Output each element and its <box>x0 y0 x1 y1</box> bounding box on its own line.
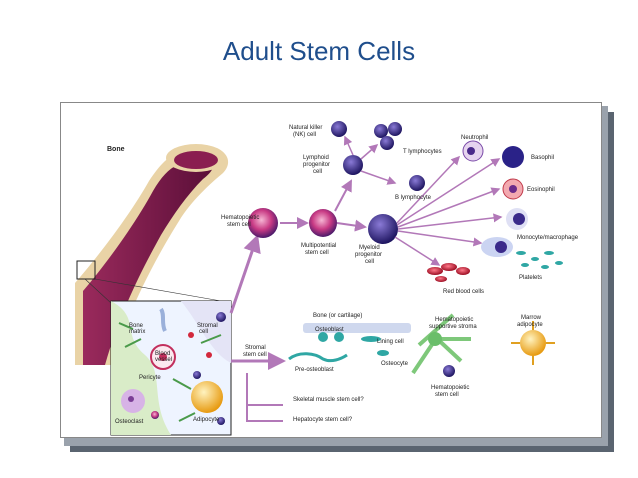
stromal-cell-label-2: cell <box>199 329 208 335</box>
eosinophil-label: Eosinophil <box>527 187 555 193</box>
lymphoid-label-2: progenitor <box>303 162 330 168</box>
multipotential-label-2: stem cell <box>305 250 329 256</box>
b-lymphocyte <box>409 175 425 191</box>
stromal-lineage <box>231 313 555 422</box>
stem-cell-diagram: Bone Bone matrix Stromal cell Blood vess… <box>60 102 602 438</box>
marrow-labels: Bone matrix Stromal cell Blood vessel Pe… <box>115 323 220 425</box>
bone-surface <box>303 323 411 333</box>
nk-label-2: (NK) cell <box>293 132 316 138</box>
bone-cartilage-label: Bone (or cartilage) <box>313 313 362 319</box>
bone-matrix-label: Bone <box>129 323 144 329</box>
hematopoietic-lineage <box>229 121 563 314</box>
myeloid-cell <box>368 214 398 244</box>
multipotential-cell <box>309 209 337 237</box>
t-lymphocyte-1 <box>374 124 388 138</box>
nk-cell <box>331 121 347 137</box>
hsc2-label-2: stem cell <box>435 392 459 398</box>
stromal-stem-label-2: stem cell <box>243 352 267 358</box>
marrow-inset <box>110 300 232 436</box>
nk-label: Natural killer <box>289 125 322 131</box>
myeloid-label: Myeloid <box>359 245 380 251</box>
neutrophil-label: Neutrophil <box>461 135 488 141</box>
marrow-adipocyte-label: Marrow <box>521 315 542 321</box>
pre-osteoblast-cell <box>288 352 348 363</box>
myeloid-label-2: progenitor <box>355 252 382 258</box>
osteocyte-label: Osteocyte <box>381 361 409 367</box>
stromal-stem-label: Stromal <box>245 345 266 351</box>
stromal-cell-label: Stromal <box>197 323 218 329</box>
stromal-labels: Stromal stem cell Bone (or cartilage) Os… <box>243 313 543 423</box>
t-lymphocyte-2 <box>388 122 402 136</box>
hsc-label: Hematopoietic <box>221 215 259 221</box>
rbc-group <box>427 263 470 282</box>
marrow-adipocyte-cell <box>520 330 546 356</box>
platelets-label: Platelets <box>519 275 542 281</box>
slide-title: Adult Stem Cells <box>222 36 416 66</box>
osteoclast-label: Osteoclast <box>115 419 144 425</box>
lining-cell-label: Lining cell <box>377 339 404 345</box>
lymphoid-label-3: cell <box>313 169 322 175</box>
diagram-canvas: Bone Bone matrix Stromal cell Blood vess… <box>75 121 579 436</box>
myeloid-label-3: cell <box>365 259 374 265</box>
hsc-small-cell <box>443 365 455 377</box>
basophil-cell <box>502 146 524 168</box>
pericyte-label: Pericyte <box>139 375 161 381</box>
hsc-cell <box>248 208 278 238</box>
hema-stroma-label-2: supportive stroma <box>429 324 477 330</box>
hsc-label-2: stem cell <box>227 222 251 228</box>
marrow-adipocyte-label-2: adipocyte <box>517 322 543 328</box>
hepatocyte-label: Hepatocyte stem cell? <box>293 417 353 423</box>
skeletal-label: Skeletal muscle stem cell? <box>293 397 364 403</box>
lymphoid-label: Lymphoid <box>303 155 329 161</box>
rbc-label: Red blood cells <box>443 289 484 295</box>
hema-stroma-label: Hematopoietic <box>435 317 473 323</box>
bone-label: Bone <box>107 146 125 153</box>
t-lymph-label: T lymphocytes <box>403 149 442 155</box>
lymphoid-cell <box>343 155 363 175</box>
stroma-cell <box>411 313 471 375</box>
monocyte-label: Monocyte/macrophage <box>517 235 579 241</box>
multipotential-label: Multipotential <box>301 243 336 249</box>
platelets-group <box>516 251 563 269</box>
blood-vessel-label-2: vessel <box>155 357 172 363</box>
bone-matrix-label-2: matrix <box>129 329 145 335</box>
adipocyte-label: Adipocyte <box>193 417 220 423</box>
basophil-label: Basophil <box>531 155 554 161</box>
pre-osteoblast-label: Pre-osteoblast <box>295 367 334 373</box>
blood-vessel-label: Blood <box>155 351 170 357</box>
b-lymph-label: B lymphocyte <box>395 195 432 201</box>
t-lymphocyte-3 <box>380 136 394 150</box>
hsc2-label: Hematopoietic <box>431 385 469 391</box>
lineage-labels: Hematopoietic stem cell Natural killer (… <box>221 125 579 295</box>
osteoblast-label: Osteoblast <box>315 327 344 333</box>
